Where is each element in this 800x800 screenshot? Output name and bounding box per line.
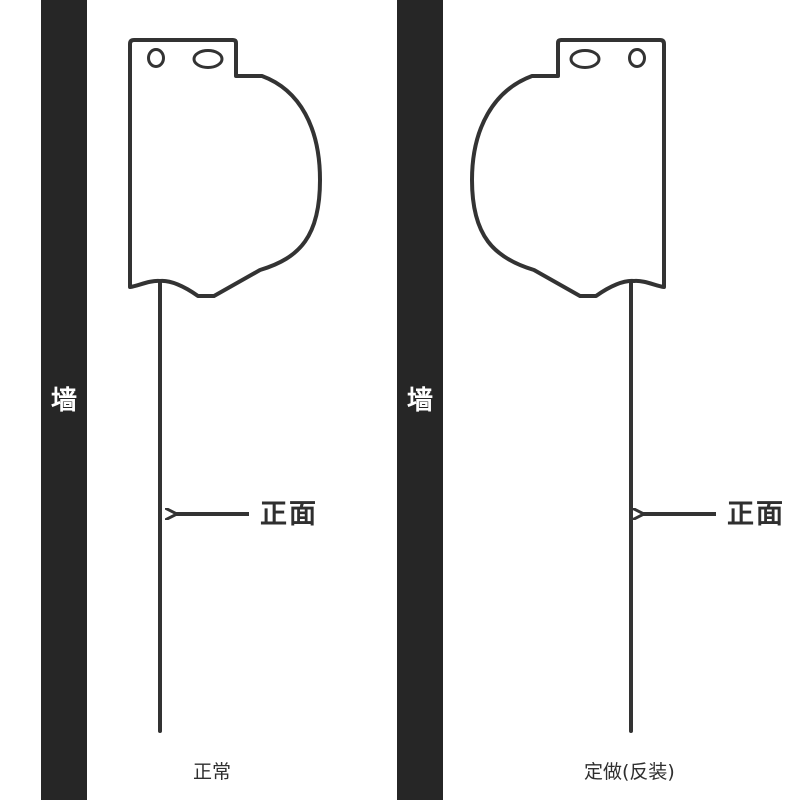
wall-right: 墙 [397,0,443,800]
mounting-hole-icon [147,48,165,68]
mounting-hole-icon [192,49,224,69]
bracket-plate-normal [128,38,322,298]
bracket-plate-reversed [470,38,666,298]
wall-left: 墙 [41,0,87,800]
wall-label-left: 墙 [50,386,77,416]
front-label-normal: 正面 [260,499,318,530]
mounting-hole-icon [569,49,601,69]
mounting-hole-icon [628,48,646,68]
caption-normal: 正常 [193,761,232,783]
front-label-reversed: 正面 [727,499,785,530]
bracket-reversed [470,38,666,733]
caption-custom: 定做(反装) [584,761,675,783]
bracket-normal [128,38,322,733]
wall-label-right: 墙 [406,386,433,416]
